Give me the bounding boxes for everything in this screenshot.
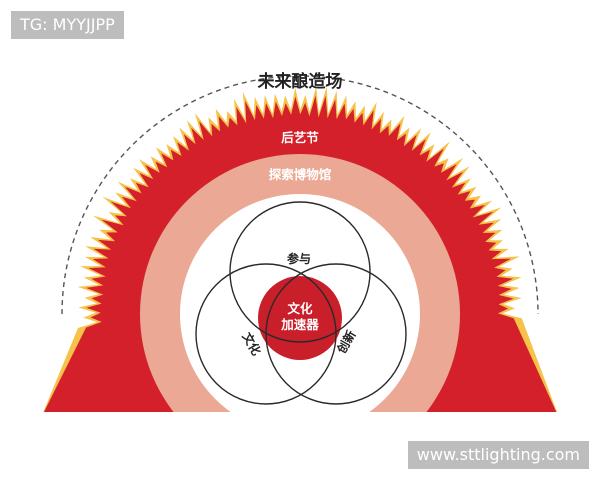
center-label-line1: 文化 (287, 301, 313, 316)
pink-ring-label: 探索博物馆 (269, 167, 332, 182)
dashed-outer-arc (61, 75, 539, 315)
outer-title: 未来酿造场 (257, 71, 343, 92)
fire-ring-label: 后艺节 (281, 130, 319, 145)
venn-circle-left (195, 263, 337, 405)
venn-circle-right (265, 263, 407, 405)
venn-top-label: 参与 (287, 251, 311, 266)
watermark-top-left: TG: MYYJJPP (11, 11, 124, 39)
watermark-bottom-right: www.sttlighting.com (407, 441, 589, 469)
center-label-line2: 加速器 (280, 317, 319, 332)
venn-circle-top (229, 201, 371, 343)
